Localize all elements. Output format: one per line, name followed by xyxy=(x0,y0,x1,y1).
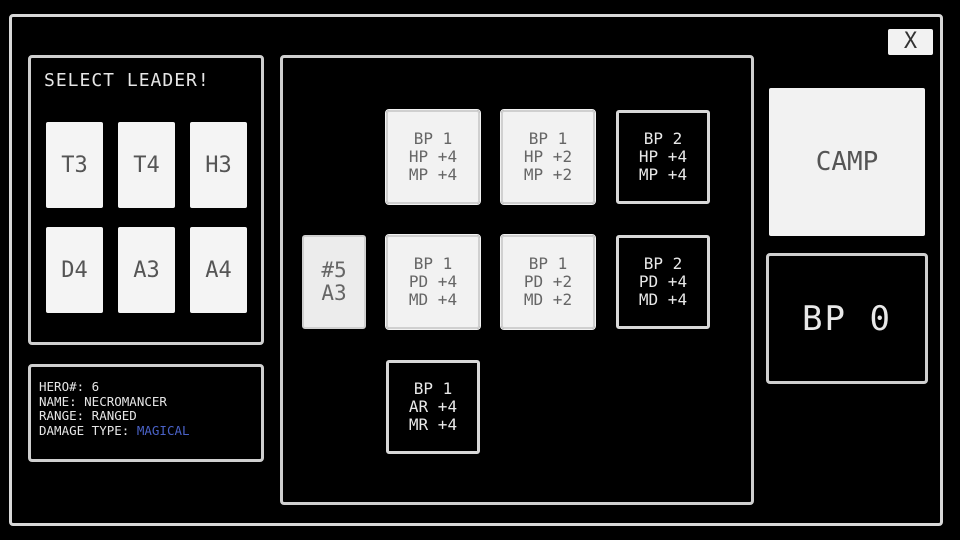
upgrade-node-pd-md-bp2[interactable]: BP 2 PD +4 MD +4 xyxy=(616,235,710,329)
upgrade-stat-1: PD +2 xyxy=(523,272,573,291)
upgrade-cost: BP 2 xyxy=(643,254,683,273)
close-button[interactable]: X xyxy=(888,29,933,55)
bp-panel xyxy=(766,253,928,384)
upgrade-stat-1: HP +2 xyxy=(523,147,573,166)
leader-card-a3[interactable]: A3 xyxy=(118,227,175,313)
upgrade-cost: BP 1 xyxy=(413,254,453,273)
close-icon: X xyxy=(903,29,918,54)
hero-info-panel xyxy=(28,364,264,462)
hero-info-text: HERO#: 6 NAME: NECROMANCER RANGE: RANGED… xyxy=(39,379,190,439)
upgrade-node-hp-mp-bp2[interactable]: BP 2 HP +4 MP +4 xyxy=(616,110,710,204)
upgrade-cost: BP 1 xyxy=(413,129,453,148)
camp-button[interactable]: CAMP xyxy=(769,88,925,236)
hero-name: NAME: NECROMANCER xyxy=(39,393,167,409)
leader-card-t3[interactable]: T3 xyxy=(46,122,103,208)
upgrade-node-hp-mp-4[interactable]: BP 1 HP +4 MP +4 xyxy=(385,109,481,205)
upgrade-stat-1: PD +4 xyxy=(638,272,688,291)
upgrade-stat-2: MP +2 xyxy=(523,165,573,184)
hero-number: HERO#: 6 xyxy=(39,379,100,394)
leader-card-d4[interactable]: D4 xyxy=(46,227,103,313)
upgrade-stat-1: HP +4 xyxy=(408,147,458,166)
hero-slot-class: A3 xyxy=(321,281,347,305)
hero-damage-type: DAMAGE TYPE: MAGICAL xyxy=(39,422,190,439)
leader-card-a4[interactable]: A4 xyxy=(190,227,247,313)
upgrade-node-pd-md-2[interactable]: BP 1 PD +2 MD +2 xyxy=(500,234,596,330)
upgrade-node-ar-mr-4[interactable]: BP 1 AR +4 MR +4 xyxy=(386,360,480,454)
damage-type-label: DAMAGE TYPE: xyxy=(39,422,137,438)
upgrade-stat-2: MP +4 xyxy=(638,165,688,184)
upgrade-stat-2: MD +4 xyxy=(638,290,688,309)
leader-panel-title: SELECT LEADER! xyxy=(44,70,210,91)
upgrade-stat-2: MD +4 xyxy=(408,290,458,309)
hero-slot-number: #5 xyxy=(321,258,347,282)
upgrade-stat-2: MR +4 xyxy=(408,415,458,434)
leader-card-t4[interactable]: T4 xyxy=(118,122,175,208)
upgrade-stat-1: PD +4 xyxy=(408,272,458,291)
leader-card-h3[interactable]: H3 xyxy=(190,122,247,208)
upgrade-node-hp-mp-2[interactable]: BP 1 HP +2 MP +2 xyxy=(500,109,596,205)
damage-type-value: MAGICAL xyxy=(136,422,190,438)
upgrade-stat-1: HP +4 xyxy=(638,147,688,166)
upgrade-cost: BP 1 xyxy=(413,379,453,398)
bp-counter: BP 0 xyxy=(802,298,892,339)
upgrade-stat-1: AR +4 xyxy=(408,397,458,416)
upgrade-cost: BP 1 xyxy=(528,129,568,148)
upgrade-cost: BP 2 xyxy=(643,129,683,148)
hero-slot[interactable]: #5 A3 xyxy=(302,235,366,329)
hero-range: RANGE: RANGED xyxy=(39,408,137,423)
upgrade-node-pd-md-4[interactable]: BP 1 PD +4 MD +4 xyxy=(385,234,481,330)
upgrade-stat-2: MP +4 xyxy=(408,165,458,184)
upgrade-cost: BP 1 xyxy=(528,254,568,273)
upgrade-stat-2: MD +2 xyxy=(523,290,573,309)
